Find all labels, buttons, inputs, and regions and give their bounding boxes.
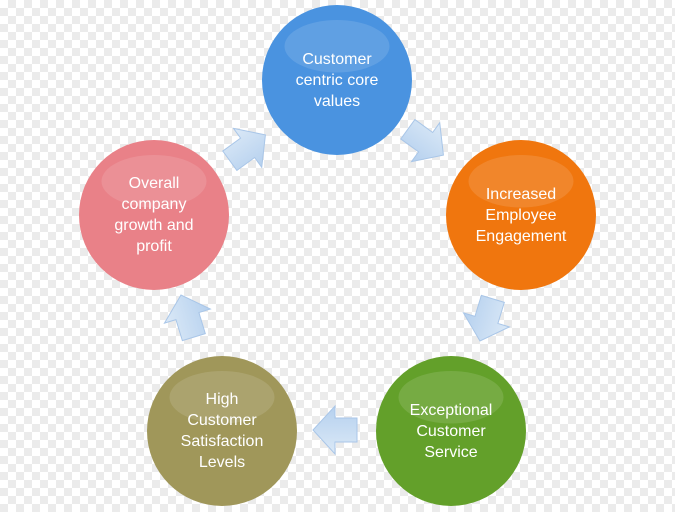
nodes-layer — [79, 5, 596, 506]
arrows-layer — [163, 118, 511, 456]
node-highlight-engagement — [468, 155, 574, 208]
node-highlight-growth — [101, 155, 207, 208]
arrow-engagement-to-service-icon — [462, 294, 511, 342]
node-circle-service — [376, 356, 526, 506]
arrow-satisfaction-to-growth-icon — [163, 294, 212, 342]
node-circle-core-values — [262, 5, 412, 155]
node-highlight-satisfaction — [169, 371, 275, 424]
node-highlight-service — [398, 371, 504, 424]
node-circle-growth — [79, 140, 229, 290]
node-circle-satisfaction — [147, 356, 297, 506]
arrow-growth-to-core-icon — [222, 127, 266, 172]
node-highlight-core-values — [284, 20, 390, 73]
arrow-core-to-engagement-icon — [400, 118, 444, 163]
arrow-service-to-satisfaction-icon — [312, 404, 358, 456]
node-circle-engagement — [446, 140, 596, 290]
